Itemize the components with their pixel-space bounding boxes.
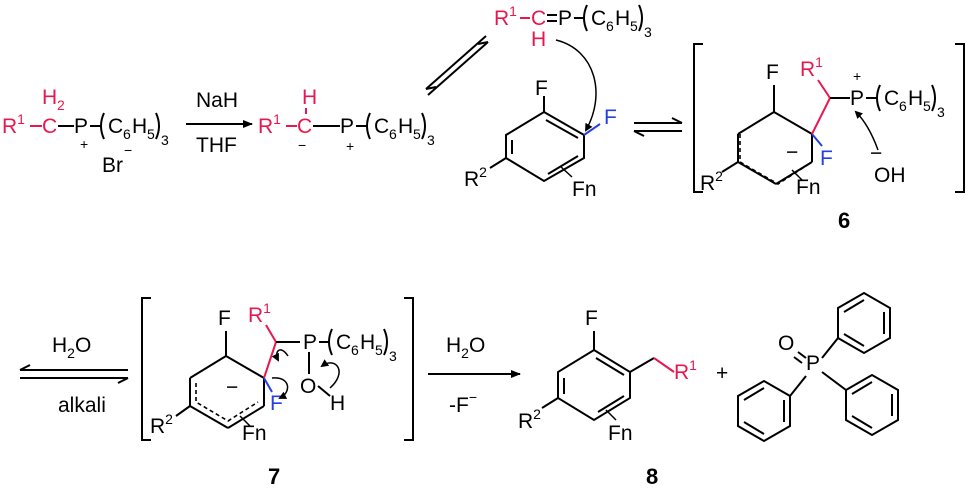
svg-text:C: C [336, 331, 351, 354]
svg-text:H2O: H2O [446, 334, 485, 361]
svg-text:R2: R2 [700, 168, 723, 195]
svg-text:NaH: NaH [196, 89, 238, 112]
svg-text:3: 3 [161, 132, 169, 148]
svg-text:C: C [42, 115, 57, 138]
svg-text:Fn: Fn [796, 176, 821, 199]
svg-text:P: P [806, 352, 820, 375]
svg-text:-F−: -F− [449, 389, 477, 417]
svg-text:−: − [870, 142, 882, 165]
svg-text:P: P [74, 115, 88, 138]
svg-text:−: − [124, 142, 132, 158]
svg-text:6: 6 [838, 208, 850, 233]
svg-text:3: 3 [427, 132, 435, 148]
svg-text:C: C [297, 115, 312, 138]
svg-text:R1: R1 [248, 300, 271, 327]
svg-text:6: 6 [351, 342, 359, 358]
svg-text:5: 5 [147, 126, 155, 142]
svg-text:R2: R2 [464, 164, 487, 191]
svg-text:R2: R2 [150, 411, 173, 438]
svg-text:P: P [558, 7, 572, 30]
svg-text:3: 3 [389, 348, 397, 364]
arrow-step1: NaH THF [186, 89, 253, 157]
svg-text:alkali: alkali [58, 394, 106, 417]
svg-text:F: F [820, 147, 833, 170]
svg-text:C: C [531, 7, 546, 30]
svg-text:+: + [716, 362, 728, 385]
svg-text:H: H [42, 86, 57, 109]
svg-text:F: F [270, 392, 283, 415]
svg-text:3: 3 [937, 104, 945, 120]
svg-text:THF: THF [196, 134, 237, 157]
svg-text:C: C [374, 115, 389, 138]
svg-text:H: H [360, 331, 375, 354]
triphenylphosphine-oxide: P O [737, 291, 899, 443]
svg-text:Fn: Fn [608, 422, 633, 445]
svg-text:R1: R1 [800, 54, 823, 81]
svg-text:H2O: H2O [52, 334, 91, 361]
svg-text:−: − [786, 141, 798, 164]
svg-text:F: F [535, 77, 548, 100]
svg-text:6: 6 [606, 18, 614, 34]
svg-text:Fn: Fn [242, 422, 267, 445]
svg-text:5: 5 [923, 98, 931, 114]
svg-text:−: − [298, 137, 306, 153]
svg-text:H: H [908, 87, 923, 110]
svg-text:R1: R1 [674, 357, 697, 384]
svg-text:OH: OH [874, 164, 906, 187]
svg-text:−: − [226, 376, 238, 399]
svg-text:6: 6 [389, 126, 397, 142]
svg-text:O: O [778, 332, 794, 355]
svg-text:C: C [884, 87, 899, 110]
svg-text:6: 6 [123, 126, 131, 142]
svg-text:H: H [615, 7, 630, 30]
svg-text:P: P [340, 115, 354, 138]
product-8: F R1 + R2 Fn 8 [518, 307, 728, 489]
svg-text:+: + [80, 136, 88, 152]
fluoroarene: F F R2 Fn [464, 77, 617, 201]
svg-text:8: 8 [646, 464, 658, 489]
svg-text:+: + [853, 68, 861, 84]
svg-text:F: F [766, 61, 779, 84]
svg-text:R1: R1 [2, 111, 25, 138]
svg-text:R1: R1 [494, 3, 517, 30]
svg-text:H: H [302, 86, 317, 109]
svg-text:O: O [300, 375, 316, 398]
equilibrium-arrow-1 [633, 117, 683, 137]
svg-text:2: 2 [57, 97, 65, 113]
svg-text:P: P [303, 331, 317, 354]
svg-text:6: 6 [899, 98, 907, 114]
svg-text:C: C [591, 7, 606, 30]
svg-text:Fn: Fn [572, 178, 597, 201]
svg-text:C: C [108, 115, 123, 138]
svg-text:H: H [531, 28, 546, 51]
svg-text:P: P [850, 87, 864, 110]
svg-text:3: 3 [644, 24, 652, 40]
svg-text:R1: R1 [258, 111, 281, 138]
svg-text:+: + [346, 138, 354, 154]
equilibrium-arrow-2: H2O alkali [19, 334, 129, 417]
svg-text:5: 5 [630, 18, 638, 34]
svg-text:5: 5 [413, 126, 421, 142]
svg-text:R2: R2 [518, 406, 541, 433]
arrow-step4: H2O -F− [428, 334, 521, 417]
svg-text:H: H [330, 392, 345, 415]
svg-text:F: F [604, 106, 617, 129]
svg-text:H: H [398, 115, 413, 138]
svg-text:F: F [585, 307, 598, 330]
svg-text:5: 5 [375, 342, 383, 358]
svg-text:Br: Br [102, 154, 123, 177]
equilibrium-arrow-diagonal [425, 35, 489, 96]
svg-text:F: F [218, 307, 231, 330]
svg-text:H: H [132, 115, 147, 138]
svg-text:7: 7 [268, 464, 280, 489]
